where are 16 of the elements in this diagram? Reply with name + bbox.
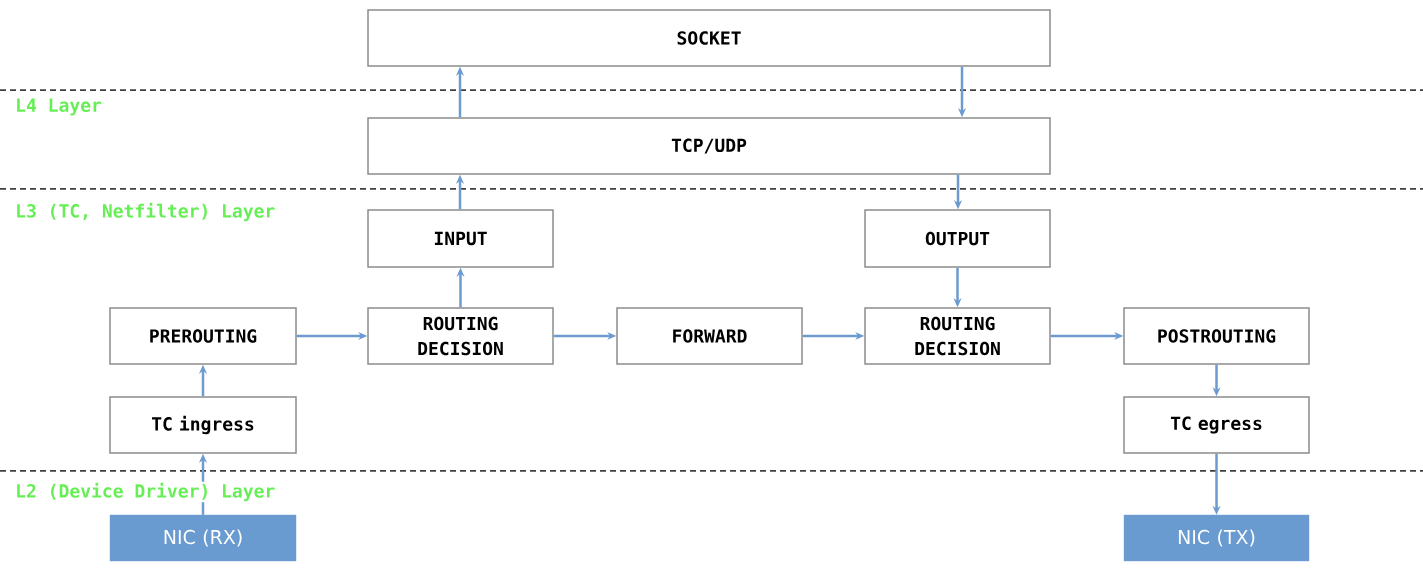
nic-box: NIC (TX): [1123, 514, 1310, 562]
process-box: SOCKET: [367, 9, 1051, 67]
process-box: POSTROUTING: [1123, 307, 1310, 365]
nic-box: NIC (RX): [109, 514, 297, 562]
process-box: ROUTING DECISION: [367, 307, 554, 365]
layer-label: L4 Layer: [14, 97, 103, 117]
process-box: FORWARD: [616, 307, 803, 365]
process-box: PREROUTING: [109, 307, 297, 365]
process-box: TCP/UDP: [367, 117, 1051, 175]
process-box: ROUTING DECISION: [864, 307, 1051, 365]
process-box: INPUT: [367, 209, 554, 268]
process-box: OUTPUT: [864, 209, 1051, 268]
layer-label: L3 (TC, Netfilter) Layer: [14, 201, 277, 223]
process-box: TC ingress: [109, 396, 297, 454]
process-box: TC egress: [1123, 396, 1310, 454]
layer-label: L2 (Device Driver) Layer: [14, 481, 277, 503]
